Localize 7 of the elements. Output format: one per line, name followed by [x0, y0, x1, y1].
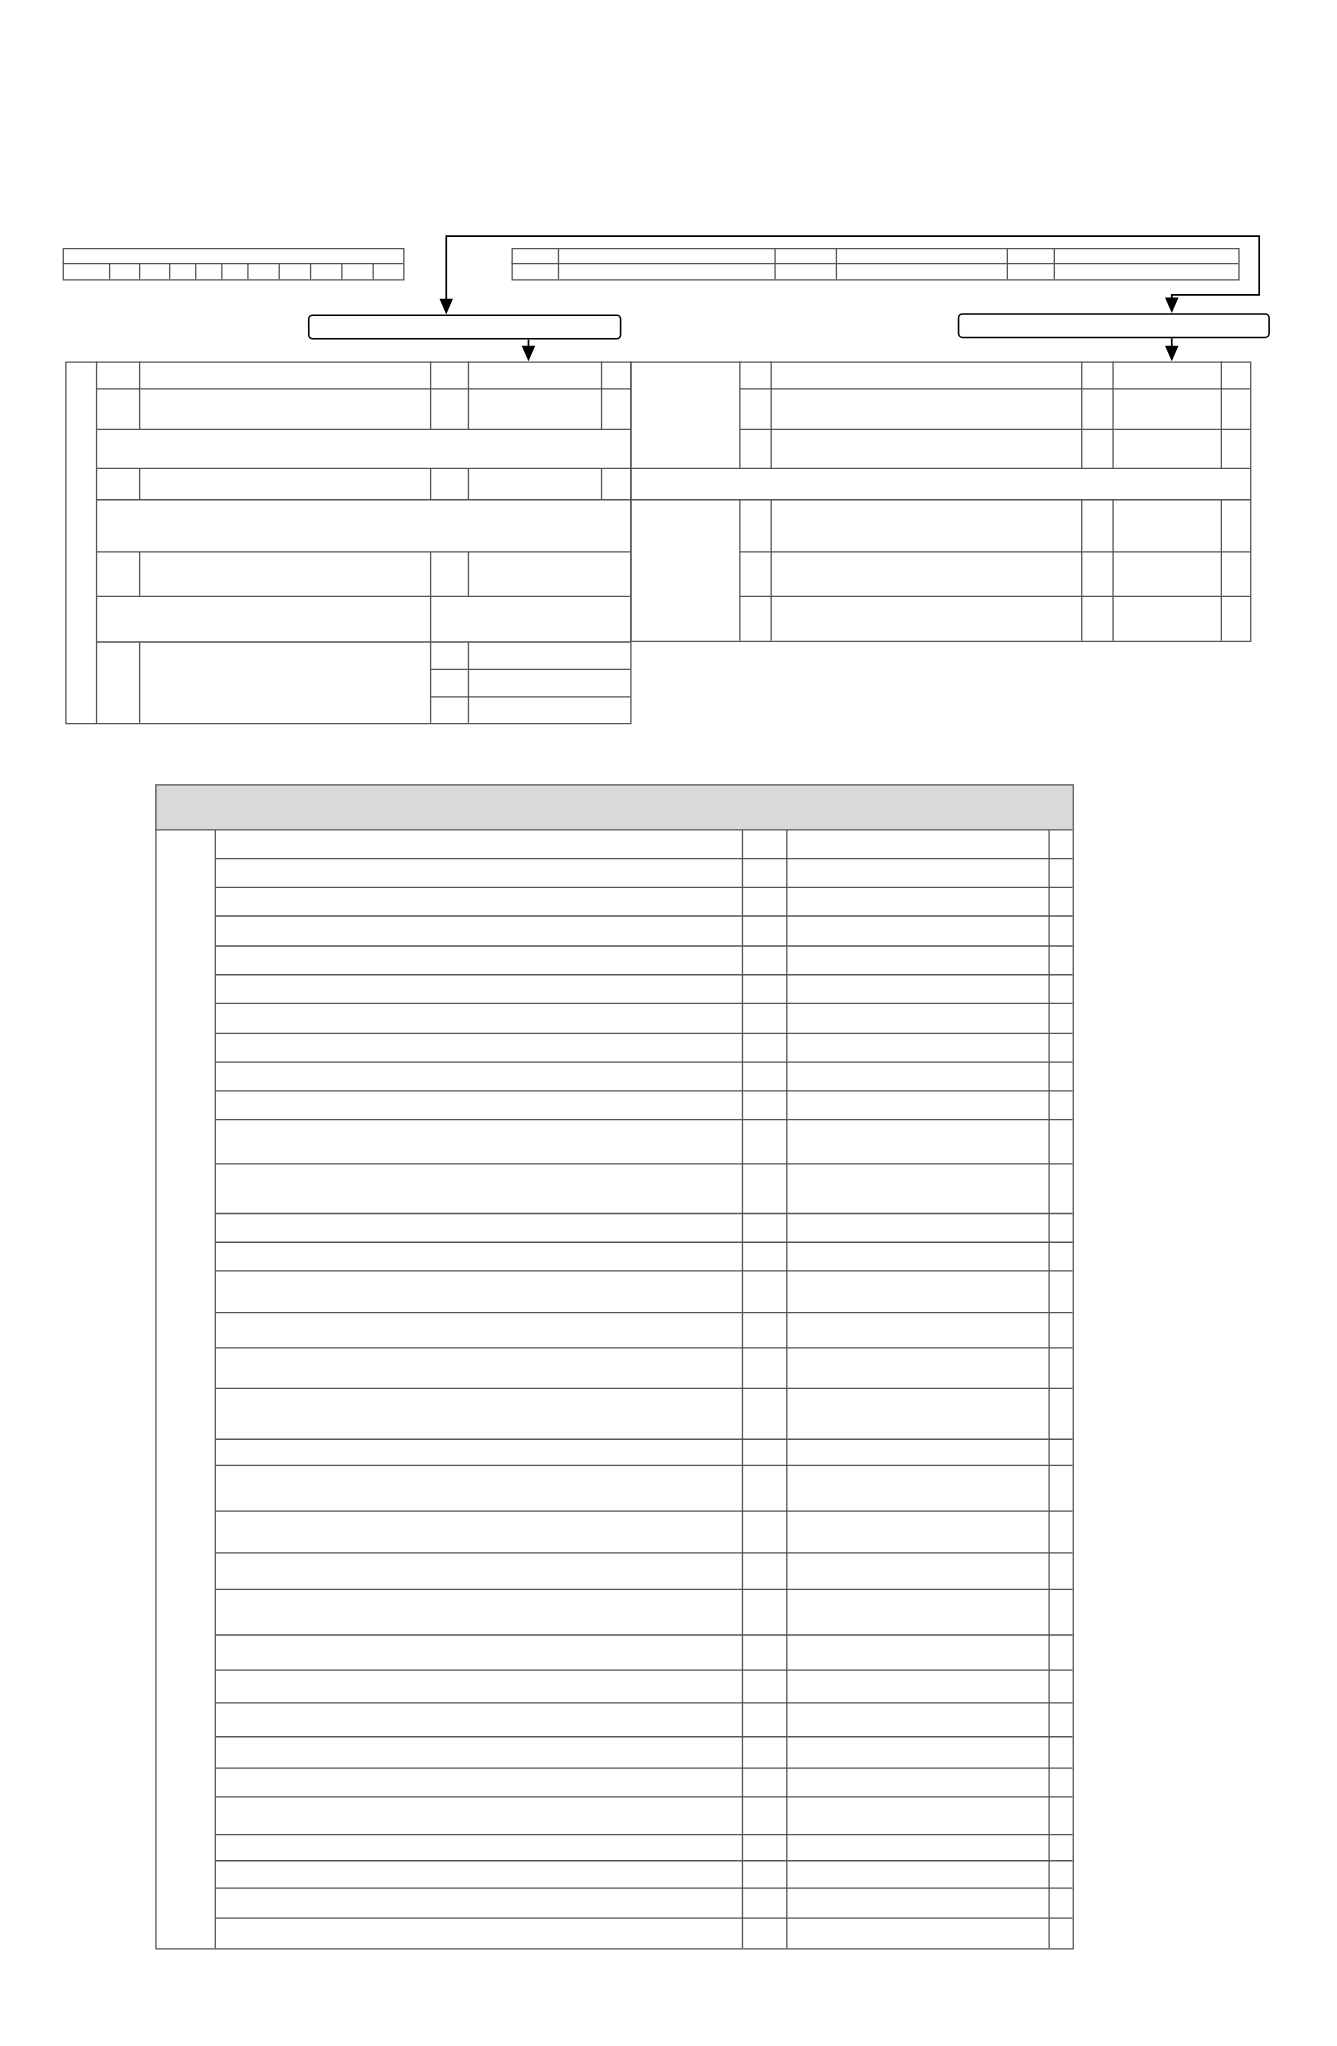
form-table — [510, 247, 1240, 281]
form-table — [154, 784, 1074, 1950]
rounded-box — [957, 313, 1270, 339]
form-table — [65, 360, 632, 725]
form-table — [61, 247, 405, 281]
rounded-box — [307, 314, 622, 340]
form-table — [629, 360, 1252, 642]
